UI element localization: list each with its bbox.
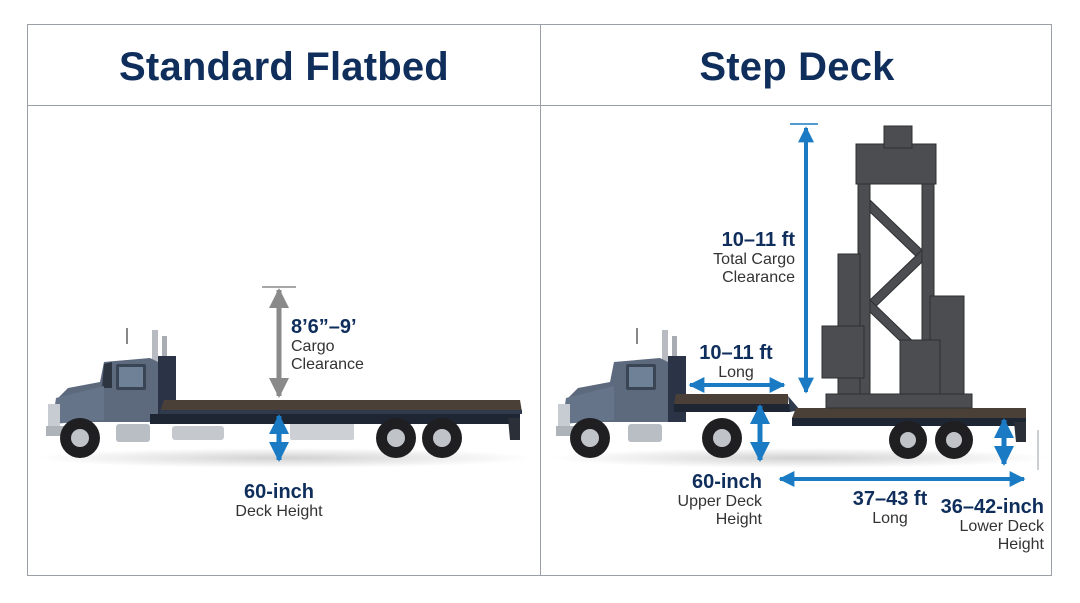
wheels [570, 418, 973, 459]
lower-deck-length-label: 37–43 ft Long [852, 488, 928, 527]
flatbed-deck [160, 400, 522, 412]
upper-deck [674, 394, 788, 404]
upper-deck-length-label: 10–11 ft Long [699, 342, 773, 381]
step-deck-truck [550, 125, 1050, 468]
flatbed-deck-height-label: 60-inch Deck Height [235, 481, 323, 520]
standard-flatbed-title: Standard Flatbed [119, 45, 449, 89]
wheels [60, 418, 462, 458]
header-divider [28, 105, 1051, 106]
bumper [46, 426, 66, 436]
step-deck-title: Step Deck [699, 45, 895, 89]
lower-deck-height-label: 36–42-inch Lower Deck Height [940, 496, 1044, 553]
toolbox [290, 420, 354, 440]
upper-deck-height-label: 60-inch Upper Deck Height [677, 471, 762, 528]
total-cargo-clearance-label: 10–11 ft Total Cargo Clearance [713, 229, 795, 286]
lower-deck [792, 408, 1026, 418]
panel-divider [540, 25, 541, 575]
flatbed-truck [35, 328, 535, 468]
cargo-machinery [821, 125, 973, 409]
flatbed-cargo-clearance-label: 8’6”–9’ Cargo Clearance [291, 316, 364, 373]
trailer-frame [150, 414, 520, 424]
grille [48, 404, 60, 430]
